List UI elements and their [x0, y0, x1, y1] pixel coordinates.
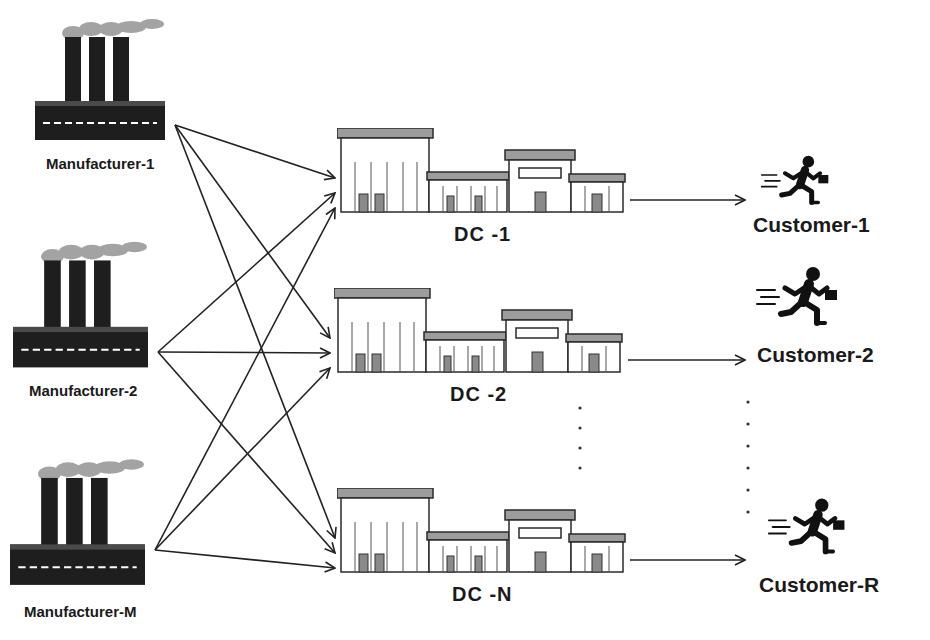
node-label: DC -2: [450, 383, 507, 406]
flow-arrow: [158, 352, 330, 353]
node-label: Customer-R: [759, 573, 879, 597]
manufacturer-node: Manufacturer-M: [5, 445, 155, 623]
node-label: DC -N: [452, 583, 513, 606]
dc-icon: [337, 488, 627, 573]
distribution-center: DC -2: [330, 288, 628, 408]
ellipsis-dots: [578, 400, 749, 513]
distribution-center: DC -1: [335, 128, 630, 248]
node-label: Customer-1: [753, 213, 870, 237]
dc-icon: [337, 128, 627, 213]
flow-arrow: [175, 125, 330, 338]
flow-arrow: [155, 368, 330, 550]
node-label: DC -1: [454, 223, 511, 246]
flow-arrow: [155, 550, 335, 568]
flow-arrow: [175, 125, 335, 178]
flow-arrow: [158, 352, 335, 553]
customer-node: Customer-1: [745, 155, 915, 240]
manufacturer-node: Manufacturer-1: [25, 15, 175, 175]
node-label: Customer-2: [757, 343, 874, 367]
customer-node: Customer-R: [745, 495, 915, 600]
node-label: Manufacturer-1: [46, 155, 154, 172]
factory-icon: [13, 230, 148, 375]
distribution-center: DC -N: [335, 488, 630, 608]
factory-icon: [10, 445, 145, 595]
flow-arrow: [628, 359, 745, 361]
node-label: Manufacturer-2: [29, 382, 137, 399]
runner-icon: [755, 265, 845, 327]
runner-icon: [755, 155, 840, 205]
flow-arrow: [630, 199, 745, 201]
node-label: Manufacturer-M: [24, 603, 137, 620]
customer-node: Customer-2: [745, 265, 915, 370]
flow-arrow: [175, 125, 335, 538]
runner-icon: [767, 495, 852, 557]
factory-icon: [35, 15, 165, 140]
manufacturer-node: Manufacturer-2: [8, 230, 158, 402]
flow-arrow: [158, 193, 335, 352]
dc-icon: [334, 288, 624, 373]
flow-arrow: [630, 559, 745, 561]
flow-arrow: [155, 208, 335, 550]
